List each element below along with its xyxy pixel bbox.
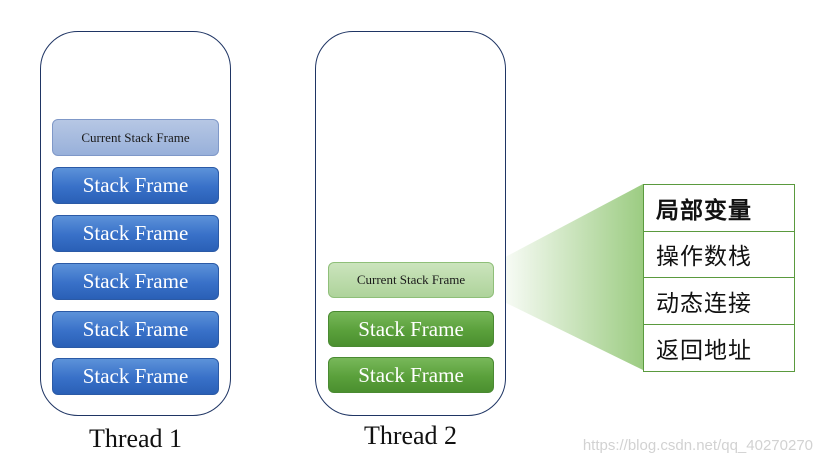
- thread-1-label: Thread 1: [88, 424, 183, 453]
- stack-frame: Stack Frame: [52, 358, 219, 395]
- return-address-cell: 返回地址: [656, 337, 752, 364]
- dynamic-linking-cell: 动态连接: [644, 278, 794, 325]
- thread-2-container: [315, 31, 506, 416]
- thread-2-label: Thread 2: [363, 421, 458, 450]
- operand-stack-cell: 操作数栈: [644, 232, 794, 278]
- current-stack-frame-thread-1: Current Stack Frame: [52, 119, 219, 156]
- watermark-text: https://blog.csdn.net/qq_40270270: [582, 437, 813, 454]
- stack-frame: Stack Frame: [52, 167, 219, 204]
- frame-contents-table: 局部变量 操作数栈 动态连接 返回地址: [643, 184, 795, 372]
- stack-frame: Stack Frame: [328, 311, 494, 347]
- stack-frame: Stack Frame: [328, 357, 494, 393]
- stack-frame: Stack Frame: [52, 311, 219, 348]
- stack-frame: Stack Frame: [52, 215, 219, 252]
- callout-shape: [494, 184, 643, 370]
- current-stack-frame-thread-2: Current Stack Frame: [328, 262, 494, 298]
- local-variables-cell: 局部变量: [644, 185, 794, 232]
- stack-frame: Stack Frame: [52, 263, 219, 300]
